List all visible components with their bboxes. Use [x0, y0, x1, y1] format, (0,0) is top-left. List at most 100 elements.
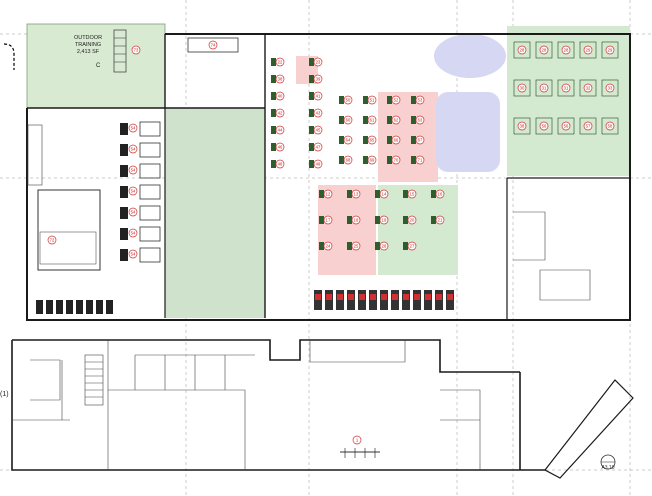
machine-tag: 19	[379, 215, 389, 225]
bottom-machine-display	[337, 294, 343, 300]
machine-icon	[309, 126, 314, 134]
svg-text:29: 29	[586, 48, 591, 53]
station-rack	[139, 226, 161, 242]
machine-tag: 24	[323, 241, 333, 251]
machine-tag: 17	[323, 215, 333, 225]
svg-text:54: 54	[131, 210, 136, 215]
right-tag: 28	[539, 45, 549, 55]
bottom-machine-display	[436, 294, 442, 300]
pink-zone-lower	[318, 185, 376, 275]
outdoor-title: OUTDOOR	[74, 35, 102, 41]
svg-text:31: 31	[542, 86, 547, 91]
machine-icon	[375, 242, 380, 250]
svg-text:64: 64	[346, 138, 351, 143]
green-zone-lower	[378, 185, 458, 275]
machine-icon	[319, 242, 324, 250]
machine-tag: 20	[407, 215, 417, 225]
station-rack	[139, 247, 161, 263]
station-mat	[120, 165, 128, 177]
right-machine	[513, 117, 531, 135]
machine-icon	[339, 156, 344, 164]
machine-tag: 15	[407, 189, 417, 199]
outdoor-marker: C	[96, 63, 101, 69]
right-tag: 31	[561, 83, 571, 93]
machine-tag: 62	[391, 115, 401, 125]
machine-icon	[375, 216, 380, 224]
machine-icon	[403, 242, 408, 250]
svg-text:25: 25	[354, 244, 359, 249]
bottom-machine-display	[370, 294, 376, 300]
machine-icon	[309, 143, 314, 151]
svg-text:47: 47	[316, 145, 321, 150]
right-tag: 28	[517, 45, 527, 55]
svg-text:65: 65	[370, 138, 375, 143]
machine-tag: 46	[275, 142, 285, 152]
svg-text:49: 49	[316, 162, 321, 167]
svg-text:18: 18	[354, 218, 359, 223]
bottom-machine-row	[314, 290, 454, 310]
lobby-benches	[340, 448, 380, 458]
svg-text:26: 26	[382, 244, 387, 249]
svg-text:56: 56	[564, 124, 569, 129]
machine-tag: 71	[415, 155, 425, 165]
machine-icon	[319, 216, 324, 224]
right-machine	[557, 41, 575, 59]
svg-text:17: 17	[326, 218, 331, 223]
svg-text:42: 42	[278, 111, 283, 116]
interior-walls	[12, 34, 630, 470]
svg-text:15: 15	[410, 192, 415, 197]
side-label: (1)	[0, 391, 9, 398]
machine-icon	[339, 96, 344, 104]
machine-icon	[363, 156, 368, 164]
bottom-machine-display	[348, 294, 354, 300]
station-mat	[120, 249, 128, 261]
svg-text:29: 29	[608, 48, 613, 53]
svg-text:54: 54	[131, 252, 136, 257]
rear-ref: A3.10	[601, 465, 614, 471]
machine-tag: 50	[343, 95, 353, 105]
svg-text:70: 70	[394, 158, 399, 163]
machine-icon	[309, 92, 314, 100]
right-machine	[601, 41, 619, 59]
turf-zone	[165, 108, 265, 318]
svg-text:63: 63	[418, 118, 423, 123]
svg-text:54: 54	[131, 147, 136, 152]
svg-text:32: 32	[586, 86, 591, 91]
entry-marker	[3, 43, 15, 70]
machine-icon	[271, 109, 276, 117]
right-machine	[535, 117, 553, 135]
bottom-machine-display	[425, 294, 431, 300]
svg-text:22: 22	[278, 60, 283, 65]
svg-text:71: 71	[418, 158, 423, 163]
right-tag: 28	[561, 45, 571, 55]
svg-text:20: 20	[410, 218, 415, 223]
platform-tag: 72	[50, 238, 55, 243]
machine-icon	[271, 58, 276, 66]
bottom-machine-display	[414, 294, 420, 300]
right-tag: 29	[583, 45, 593, 55]
svg-text:40: 40	[278, 94, 283, 99]
machine-icon	[431, 216, 436, 224]
blue-zone-top	[434, 34, 506, 78]
svg-text:45: 45	[316, 128, 321, 133]
svg-text:50: 50	[346, 98, 351, 103]
machine-tag: 22	[275, 57, 285, 67]
svg-text:58: 58	[608, 124, 613, 129]
cardio-unit	[106, 300, 113, 314]
svg-text:27: 27	[410, 244, 415, 249]
right-machine	[535, 41, 553, 59]
machine-icon	[403, 190, 408, 198]
machine-icon	[387, 156, 392, 164]
machine-icon	[309, 75, 314, 83]
machine-icon	[271, 160, 276, 168]
cardio-unit	[96, 300, 103, 314]
svg-text:44: 44	[278, 128, 283, 133]
cardio-unit	[76, 300, 83, 314]
machine-icon	[347, 242, 352, 250]
cardio-unit	[46, 300, 53, 314]
cardio-unit	[56, 300, 63, 314]
cardio-unit	[36, 300, 43, 314]
machine-tag: 63	[415, 115, 425, 125]
station-rack	[139, 121, 161, 137]
